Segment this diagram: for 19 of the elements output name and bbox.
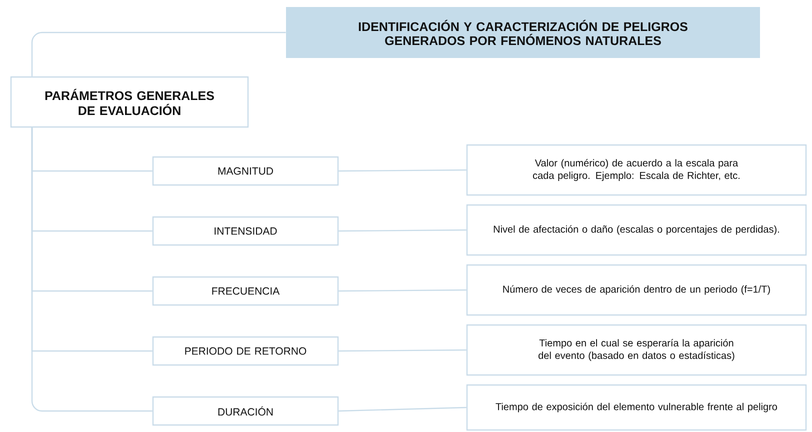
description-box: Número de veces de aparición dentro de un periodo (f=1/T) [466,264,807,316]
parameter-box: PERIODO DE RETORNO [152,336,339,366]
connector-line [338,349,466,352]
connector-line [338,229,466,232]
connector-line [338,169,466,172]
description-box: Valor (numérico) de acuerdo a la escala para cada peligro. Ejemplo: Escala de Richter, etc. [466,144,807,196]
connector-line [338,289,466,292]
parameter-box: DURACIÓN [152,396,339,426]
connector-line [338,406,466,412]
parameter-box: INTENSIDAD [152,216,339,246]
description-box: Nivel de afectación o daño (escalas o porcentajes de perdidas). [466,204,807,256]
connector-line [31,128,152,412]
description-box: Tiempo en el cual se esperaría la aparición del evento (basado en datos o estadísticas) [466,324,807,376]
parameter-box: MAGNITUD [152,156,339,186]
description-box: Tiempo de exposición del elemento vulnerable frente al peligro [466,384,807,431]
parameter-box: FRECUENCIA [152,276,339,306]
title-banner: IDENTIFICACIÓN Y CARACTERIZACIÓN DE PELIGROS GENERADOS POR FENÓMENOS NATURALES [286,7,760,58]
connector-line [31,32,286,76]
category-box: PARÁMETROS GENERALES DE EVALUACIÓN [10,76,249,128]
